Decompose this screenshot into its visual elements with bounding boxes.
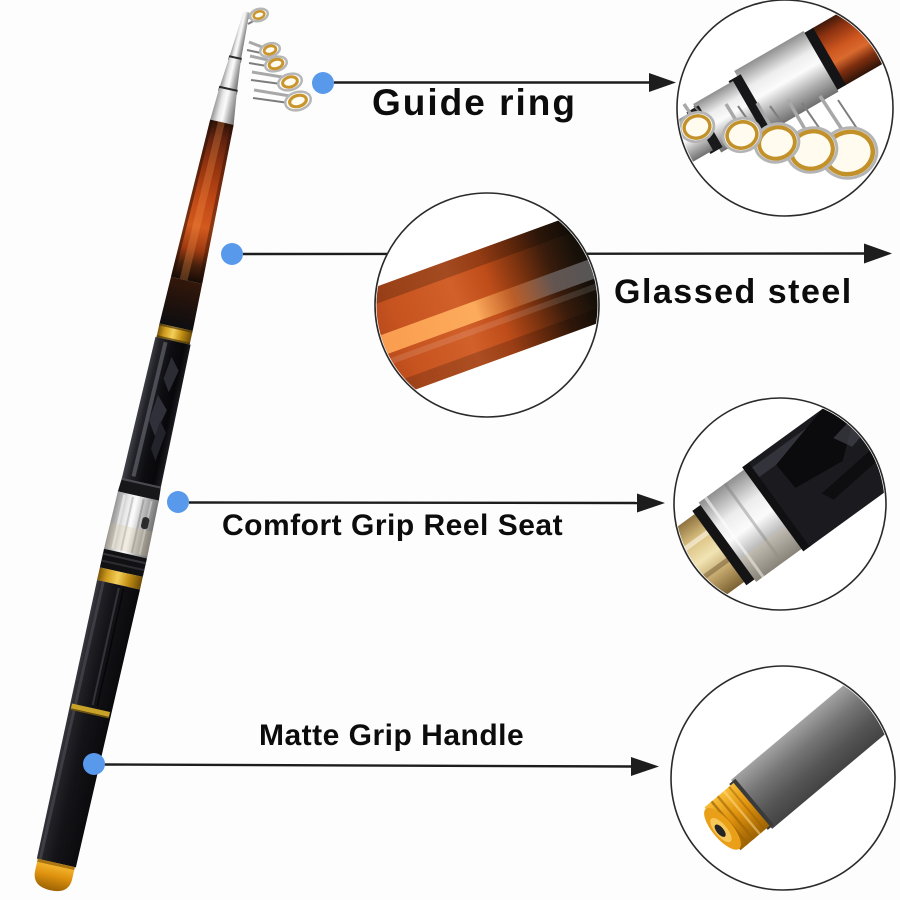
callout-dots [83,72,334,775]
reel-seat [97,477,161,590]
arrowhead-icon [649,73,676,92]
callout-dot-reel-seat [167,491,189,513]
guide-ring-icon [264,55,288,73]
label-reel-seat: Comfort Grip Reel Seat [222,509,564,542]
callout-line-reel-seat [188,501,640,505]
inset-guide-rings [676,0,894,217]
rod-blank-orange [170,119,234,284]
callout-lines [103,81,867,768]
callout-dot-guide-ring [312,72,334,94]
label-guide-ring: Guide ring [372,82,577,123]
callout-dot-glassed-steel [221,243,243,265]
arrowhead-icon [631,757,659,776]
guide-ring-closeup-icon [753,122,801,164]
inset-handle-butt [670,665,896,891]
arrowhead-icon [864,243,892,264]
rod-tip-guides [246,7,312,112]
rod-lower-black-section [121,336,191,487]
fishing-rod [34,11,250,892]
rod-tip-sections [210,11,250,125]
callout-arrowheads [631,73,892,776]
guide-ring-closeup-icon [721,116,763,154]
inset-rod-blank [374,192,600,418]
guide-ring-icon [248,7,270,23]
label-glassed-steel: Glassed steel [614,273,853,311]
callout-line-handle [103,763,634,768]
callout-dot-handle [83,753,105,775]
grip-handle [34,580,140,892]
gold-trim-ring [156,323,193,345]
arrowhead-icon [637,493,665,513]
inset-reel-seat [673,397,887,611]
guide-ring-icon [284,90,312,112]
guide-ring-icon [258,41,282,59]
rod-blank-transition [159,276,203,331]
guide-ring-icon [277,72,303,92]
label-grip-handle: Matte Grip Handle [259,719,525,752]
